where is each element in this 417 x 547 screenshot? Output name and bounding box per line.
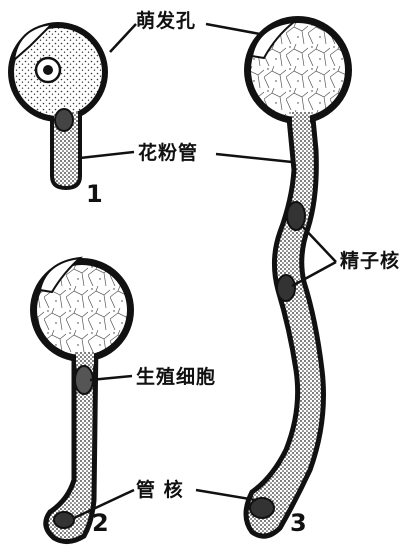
pollen-grain-3 — [244, 16, 352, 536]
stage-number-1: 1 — [86, 182, 103, 206]
tube-nucleus-label: 管 核 — [136, 481, 184, 500]
pollen-tube-label: 花粉管 — [138, 144, 198, 163]
leader-tube-nucleus-right — [196, 490, 256, 500]
pollen-grain-1 — [8, 22, 108, 188]
leader-germ-pore-left — [110, 24, 136, 52]
stage-number-2: 2 — [92, 511, 109, 535]
pollen-grain-2 — [30, 258, 134, 542]
tube-nucleus-2 — [54, 512, 74, 528]
sperm-nucleus-lower — [277, 275, 295, 301]
tube-nucleus-3 — [250, 498, 274, 518]
leader-germ-pore-right — [206, 24, 260, 34]
stage-number-3: 3 — [290, 511, 307, 535]
leader-pollen-tube-left — [80, 152, 134, 158]
generative-cell-label: 生殖细胞 — [136, 368, 216, 387]
leader-pollen-tube-right — [216, 154, 292, 162]
leader-sperm-upper — [302, 226, 336, 262]
generative-cell-1 — [55, 109, 73, 131]
pollen-tube-3 — [246, 108, 324, 536]
sperm-nuclei-label: 精子核 — [340, 252, 400, 271]
germ-pore-label: 萌发孔 — [136, 12, 196, 31]
